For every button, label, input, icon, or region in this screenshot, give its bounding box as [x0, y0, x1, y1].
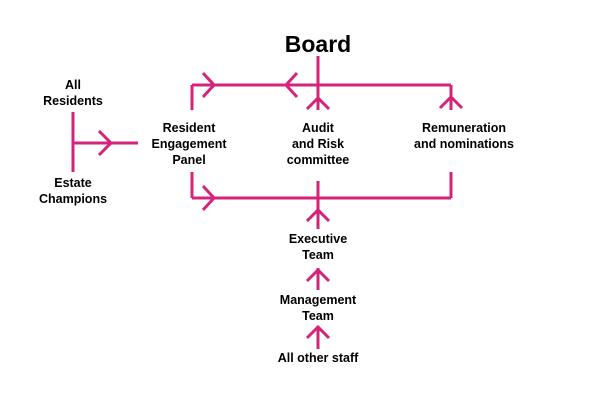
arrowhead-up-executive: [305, 267, 331, 283]
remuneration-nominations-label: Remuneration and nominations: [414, 121, 514, 151]
arrowhead-right-bottom: [201, 184, 217, 212]
arrowhead-up-remuneration: [438, 94, 464, 110]
arrowhead-right-top: [201, 71, 217, 99]
resident-engagement-panel-label: Resident Engagement Panel: [151, 121, 227, 167]
arrowhead-left-top: [283, 71, 299, 99]
arrowhead-up-bottom: [305, 207, 331, 223]
management-team-label: Management Team: [279, 293, 357, 323]
board-label: Board: [284, 31, 352, 57]
all-other-staff-label: All other staff: [277, 351, 359, 365]
audit-risk-committee-label: Audit and Risk committee: [286, 121, 350, 167]
estate-champions-label: Estate Champions: [38, 176, 108, 206]
arrowhead-right-residents: [97, 129, 114, 157]
executive-team-label: Executive Team: [288, 232, 348, 262]
all-residents-label: All Residents: [43, 78, 103, 108]
arrowhead-up-audit: [305, 95, 331, 111]
arrowhead-up-management: [305, 324, 331, 340]
